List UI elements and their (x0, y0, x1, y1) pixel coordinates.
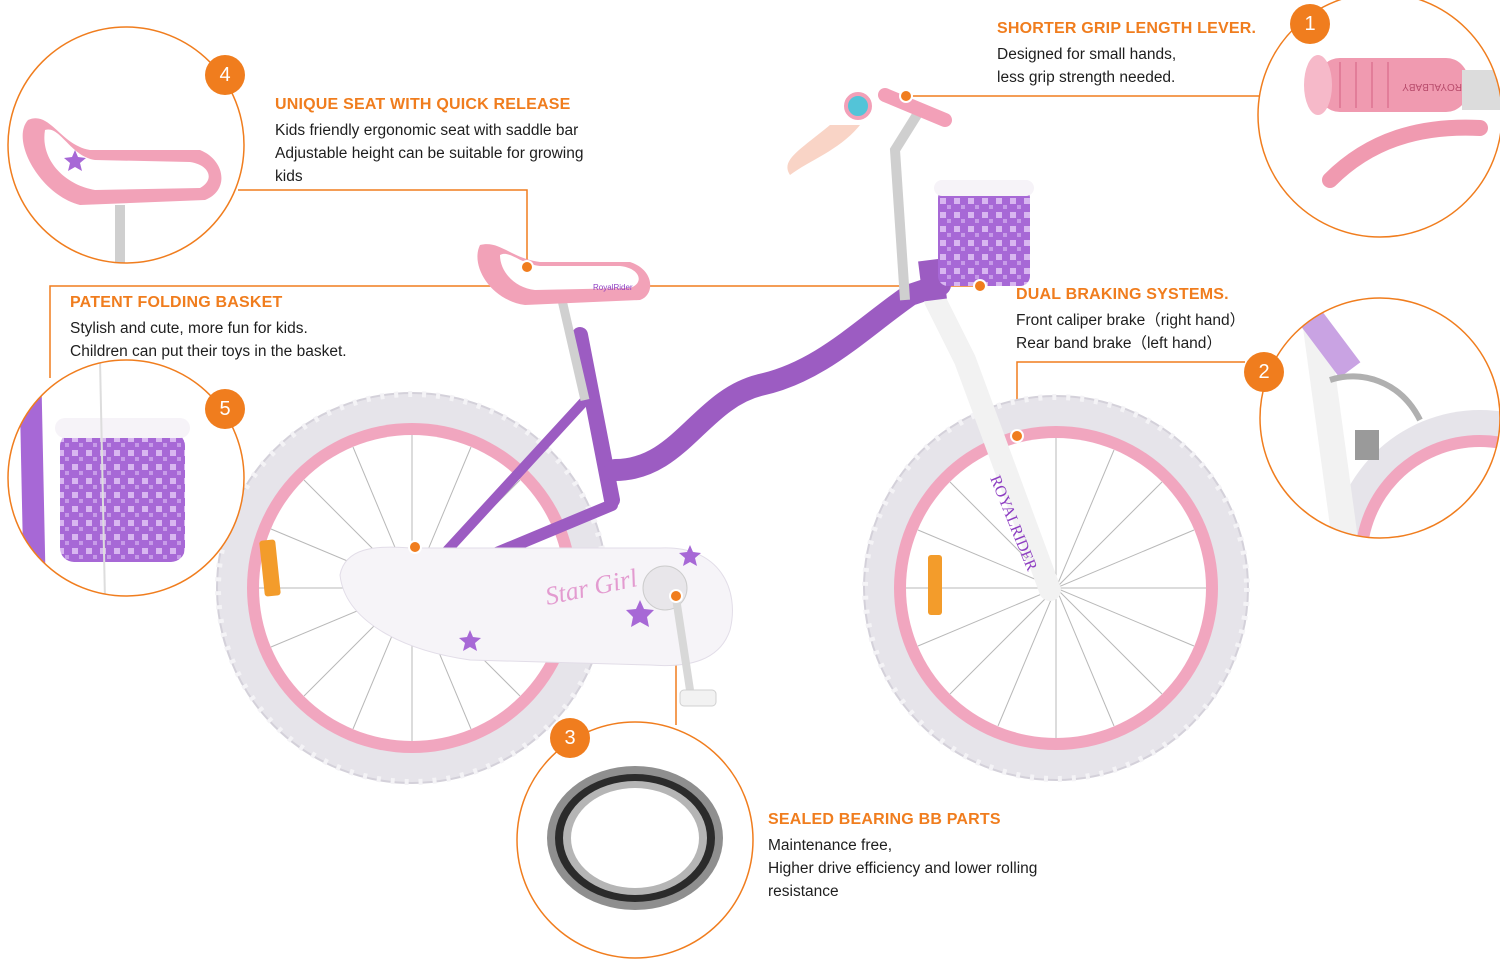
seat-brand-label: RoyalRider (593, 283, 633, 292)
grip-brand-label: ROYALBABY (1402, 81, 1462, 92)
detail-circle-grip: ROYALBABY (1258, 0, 1500, 237)
callout-line: kids (275, 168, 303, 185)
callout-line: Rear band brake（left hand） (1016, 335, 1222, 352)
badge-2: 2 (1244, 352, 1284, 392)
callout-braking: DUAL BRAKING SYSTEMS. Front caliper brak… (1016, 286, 1245, 355)
badge-1: 1 (1290, 4, 1330, 44)
badge-4: 4 (205, 55, 245, 95)
detail-circle-seat (8, 27, 244, 263)
callout-line: less grip strength needed. (997, 69, 1176, 86)
callout-line: Stylish and cute, more fun for kids. (70, 320, 308, 337)
callout-line: Children can put their toys in the baske… (70, 343, 347, 360)
badge-3: 3 (550, 718, 590, 758)
callout-basket: PATENT FOLDING BASKET Stylish and cute, … (70, 294, 347, 363)
callout-line: resistance (768, 883, 839, 900)
callout-line: Front caliper brake（right hand） (1016, 312, 1246, 329)
callout-line: Higher drive efficiency and lower rollin… (768, 860, 1038, 877)
badge-5: 5 (205, 389, 245, 429)
callout-seat: UNIQUE SEAT WITH QUICK RELEASE Kids frie… (275, 96, 583, 188)
callout-line: Maintenance free, (768, 837, 893, 854)
callout-heading: DUAL BRAKING SYSTEMS. (1016, 286, 1229, 303)
detail-circle-bearing (517, 722, 753, 958)
bicycle: ROYALRIDER RoyalRider Star Girl (215, 88, 1250, 785)
callout-line: Kids friendly ergonomic seat with saddle… (275, 122, 579, 139)
callout-heading: PATENT FOLDING BASKET (70, 294, 283, 311)
leader-line-5 (49, 285, 980, 378)
callout-line: Designed for small hands, (997, 46, 1177, 63)
detail-circle-brake (1260, 298, 1500, 538)
leader-line-4 (238, 189, 528, 267)
callout-grip-lever: SHORTER GRIP LENGTH LEVER. Designed for … (997, 20, 1256, 89)
callout-line: Adjustable height can be suitable for gr… (275, 145, 584, 162)
callout-heading: SEALED BEARING BB PARTS (768, 811, 1001, 828)
callout-heading: SHORTER GRIP LENGTH LEVER. (997, 20, 1257, 37)
callout-bearing: SEALED BEARING BB PARTS Maintenance free… (768, 811, 1037, 903)
callout-heading: UNIQUE SEAT WITH QUICK RELEASE (275, 96, 571, 113)
